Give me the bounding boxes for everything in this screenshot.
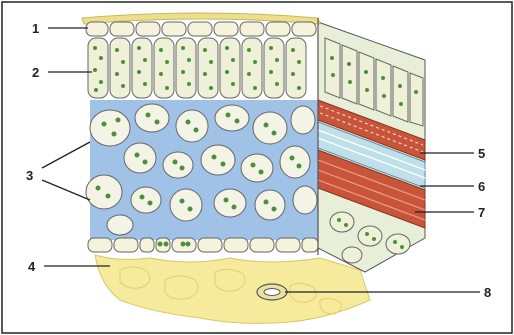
label-1: 1 — [32, 21, 39, 36]
stoma-inner — [264, 289, 280, 296]
label-3: 3 — [26, 168, 33, 183]
label-8: 8 — [484, 285, 491, 300]
upper-epidermis-cells — [86, 22, 316, 36]
label-2: 2 — [32, 65, 39, 80]
label-5: 5 — [478, 146, 485, 161]
lower-epidermis-cells — [88, 238, 318, 252]
label-6: 6 — [478, 179, 485, 194]
label-7: 7 — [478, 205, 485, 220]
label-4: 4 — [28, 259, 36, 274]
